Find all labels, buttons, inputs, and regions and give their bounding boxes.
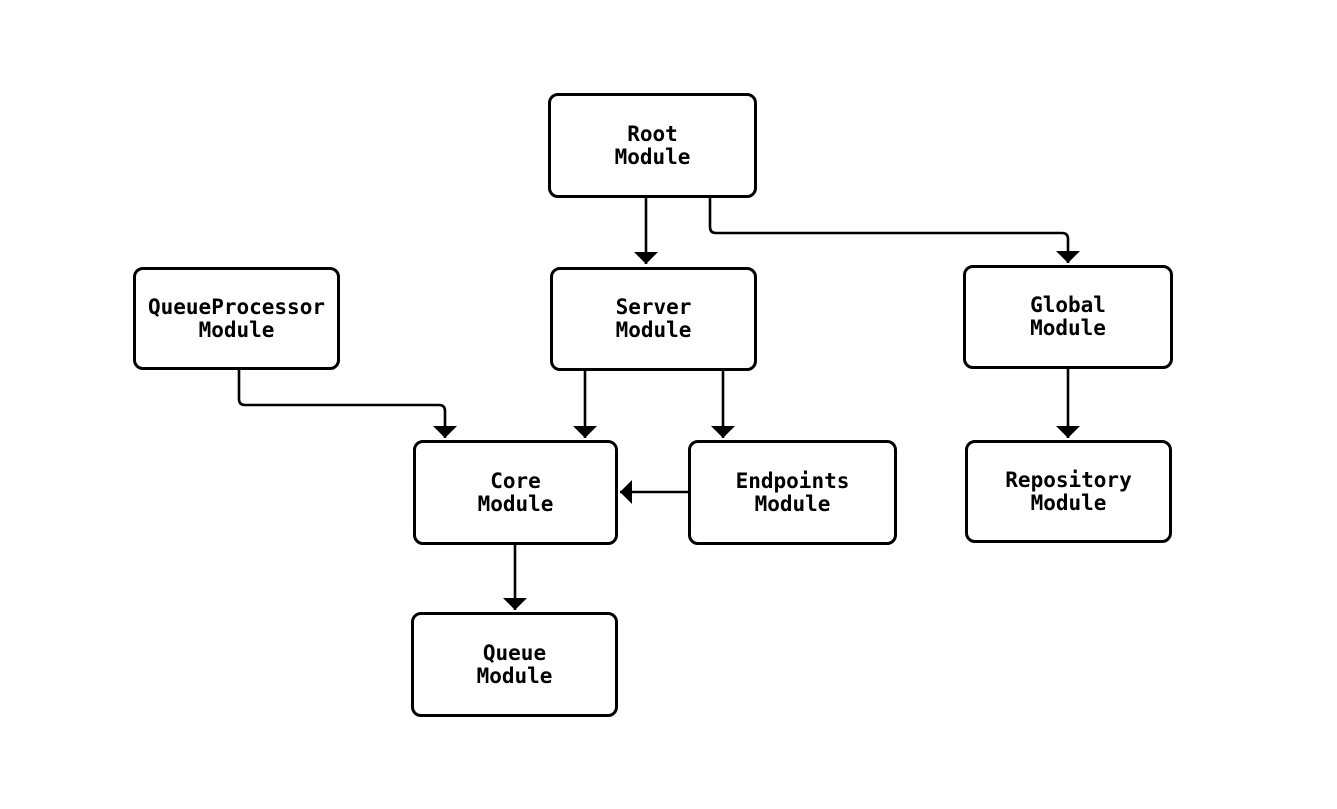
node-server-module: Server Module <box>550 267 757 371</box>
node-endpoints-module: Endpoints Module <box>688 440 897 545</box>
node-global-module: Global Module <box>963 265 1173 369</box>
node-root-module: Root Module <box>548 93 757 198</box>
edge-root-to-global <box>708 198 1080 263</box>
node-core-module: Core Module <box>413 440 618 545</box>
node-queueprocessor-module: QueueProcessor Module <box>133 267 340 370</box>
node-repository-module: Repository Module <box>965 440 1172 543</box>
node-queue-module: Queue Module <box>411 612 618 717</box>
edge-queueprocessor-to-core <box>237 370 457 438</box>
